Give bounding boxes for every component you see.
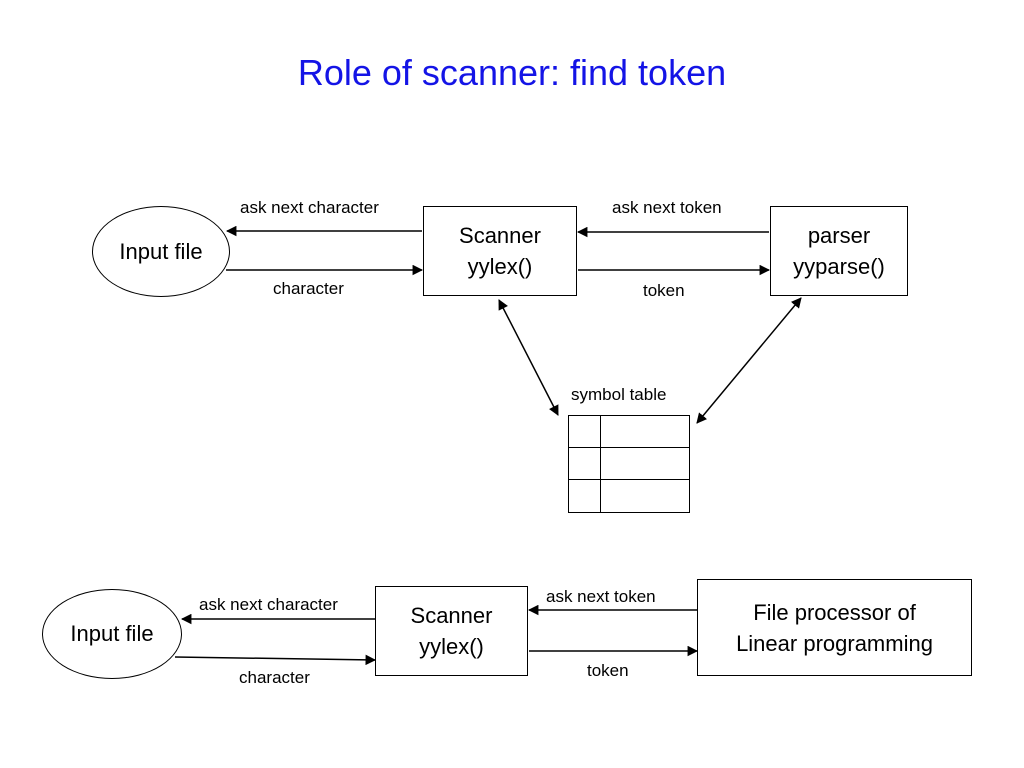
scanner-label: Scanner xyxy=(459,223,541,248)
file-processor-node: File processor of Linear programming xyxy=(697,579,972,676)
scanner-function-label: yylex() xyxy=(467,254,533,279)
bottom-token-label: token xyxy=(587,661,629,680)
bottom-scanner-node: Scanner yylex() xyxy=(375,586,528,676)
scanner-symbol-table-arrow xyxy=(498,299,559,416)
parser-function-label: yyparse() xyxy=(793,254,885,279)
bottom-ask-next-character-label: ask next character xyxy=(199,595,338,614)
bottom-input-file-node: Input file xyxy=(42,589,182,679)
symbol-table-label: symbol table xyxy=(571,385,667,404)
scanner-node: Scanner yylex() xyxy=(423,206,577,296)
bottom-input-file-label: Input file xyxy=(70,621,154,646)
symbol-table-row xyxy=(569,416,689,448)
input-file-label: Input file xyxy=(119,238,203,264)
bottom-character-label: character xyxy=(239,668,310,687)
token-label: token xyxy=(643,281,685,300)
ask-next-character-label: ask next character xyxy=(240,198,379,217)
bottom-scanner-label: Scanner xyxy=(410,603,493,628)
parser-symbol-table-arrow xyxy=(696,297,802,424)
linear-programming-label: Linear programming xyxy=(736,630,933,656)
ask-next-token-label: ask next token xyxy=(612,198,722,217)
page-title: Role of scanner: find token xyxy=(297,52,727,93)
file-processor-label: File processor of xyxy=(753,599,916,625)
symbol-table xyxy=(568,415,690,513)
symbol-table-row xyxy=(569,480,689,512)
parser-label: parser xyxy=(807,223,871,248)
input-file-node: Input file xyxy=(92,206,230,297)
bottom-scanner-function-label: yylex() xyxy=(419,634,484,659)
character-label: character xyxy=(273,279,344,298)
bottom-character-arrow xyxy=(174,654,377,666)
parser-node: parser yyparse() xyxy=(770,206,908,296)
symbol-table-row xyxy=(569,448,689,480)
bottom-ask-next-token-label: ask next token xyxy=(546,587,656,606)
